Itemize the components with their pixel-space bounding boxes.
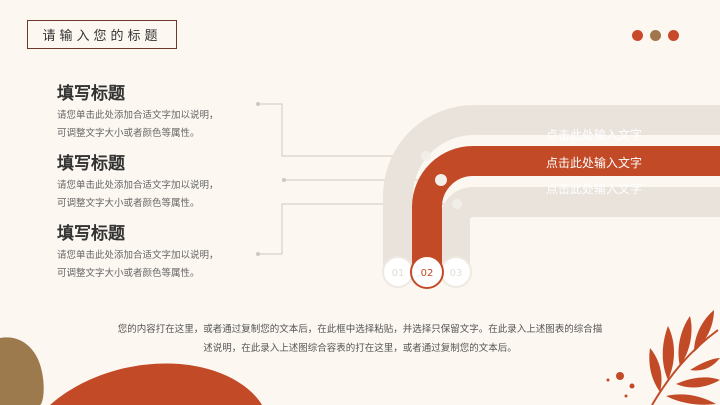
item-2: 填写标题 请您单击此处添加合适文字加以说明， 可调整文字大小或者颜色等属性。 xyxy=(57,153,219,213)
decor-blob-brown xyxy=(0,337,44,405)
footer-line-1: 您的内容打在这里，或者通过复制您的文本后，在此框中选择粘贴，并选择只保留文字。在… xyxy=(117,324,603,335)
connector-line-3 xyxy=(258,203,456,255)
dot-1 xyxy=(632,30,643,41)
item-desc: 请您单击此处添加合适文字加以说明， 可调整文字大小或者颜色等属性。 xyxy=(57,107,219,143)
dot-3 xyxy=(668,30,679,41)
footer-text: 您的内容打在这里，或者通过复制您的文本后，在此框中选择粘贴，并选择只保留文字。在… xyxy=(80,320,640,358)
track-label-bottom: 点击此处输入文字 xyxy=(546,181,642,196)
connector-line-1 xyxy=(258,103,425,157)
decor-blob-orange xyxy=(50,363,262,405)
item-desc-line-2: 可调整文字大小或者颜色等属性。 xyxy=(57,128,200,139)
item-desc: 请您单击此处添加合适文字加以说明， 可调整文字大小或者颜色等属性。 xyxy=(57,247,219,283)
item-desc-line-1: 请您单击此处添加合适文字加以说明， xyxy=(57,110,219,121)
connector-dot-3 xyxy=(256,252,260,256)
track-node-1 xyxy=(421,151,431,161)
connector-dot-2 xyxy=(282,178,286,182)
page-title: 请输入您的标题 xyxy=(27,20,177,49)
connector-dot-1 xyxy=(256,102,260,106)
step-label-1: 01 xyxy=(392,268,405,279)
item-desc-line-2: 可调整文字大小或者颜色等属性。 xyxy=(57,268,200,279)
item-desc-line-1: 请您单击此处添加合适文字加以说明， xyxy=(57,180,219,191)
decor-dots xyxy=(632,30,679,41)
track-label-mid: 点击此处输入文字 xyxy=(546,155,642,170)
track-node-2 xyxy=(435,174,447,186)
item-title: 填写标题 xyxy=(57,154,125,174)
leaf-decoration xyxy=(606,310,720,405)
item-1: 填写标题 请您单击此处添加合适文字加以说明， 可调整文字大小或者颜色等属性。 xyxy=(57,83,219,143)
item-desc: 请您单击此处添加合适文字加以说明， 可调整文字大小或者颜色等属性。 xyxy=(57,177,219,213)
track-label-top: 点击此处输入文字 xyxy=(546,127,642,142)
track-outer xyxy=(383,105,720,270)
footer-line-2: 述说明，在此录入上述图综合容表的打在这里，或者通过复制您的文本后。 xyxy=(203,343,517,354)
dot-2 xyxy=(650,30,661,41)
item-title: 填写标题 xyxy=(57,224,125,244)
item-desc-line-1: 请您单击此处添加合适文字加以说明， xyxy=(57,250,219,261)
track-node-3 xyxy=(452,199,462,209)
step-label-2: 02 xyxy=(421,268,434,279)
track-inner xyxy=(440,187,720,270)
item-title: 填写标题 xyxy=(57,84,125,104)
step-circle-2 xyxy=(410,255,444,289)
item-desc-line-2: 可调整文字大小或者颜色等属性。 xyxy=(57,198,200,209)
item-3: 填写标题 请您单击此处添加合适文字加以说明， 可调整文字大小或者颜色等属性。 xyxy=(57,223,219,283)
step-label-3: 03 xyxy=(450,268,463,279)
